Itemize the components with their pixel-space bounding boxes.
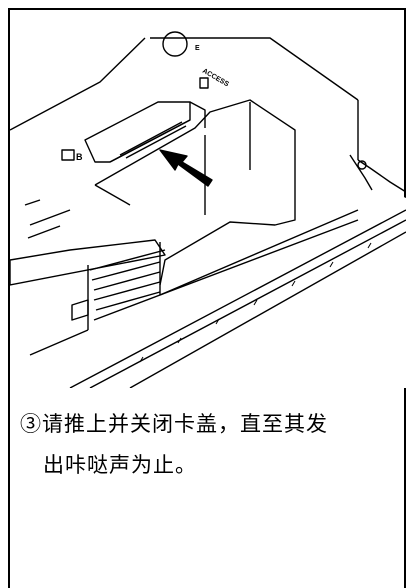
push-arrow-icon xyxy=(159,149,213,187)
slot-b-marker xyxy=(61,149,75,161)
card-slot-well xyxy=(94,99,296,286)
card-cover-illustration: E ACCESS B xyxy=(10,31,406,388)
device-bottom-edge xyxy=(69,154,406,388)
card-slot-cover xyxy=(84,101,206,163)
caption-line-2: 出咔哒声为止。 xyxy=(43,453,197,477)
access-led-icon xyxy=(199,77,209,89)
device-front-bezel xyxy=(10,199,166,356)
power-button-icon xyxy=(162,31,188,57)
bezel-ridges xyxy=(139,242,372,363)
caption-line-1: ③请推上并关闭卡盖，直至其发 xyxy=(20,412,328,436)
device-top-surface xyxy=(10,37,406,388)
slot-b-label: B xyxy=(76,152,83,162)
power-label: E xyxy=(195,45,200,52)
screw-icon xyxy=(357,160,367,170)
instruction-caption: ③请推上并关闭卡盖，直至其发 出咔哒声为止。 xyxy=(20,404,400,486)
